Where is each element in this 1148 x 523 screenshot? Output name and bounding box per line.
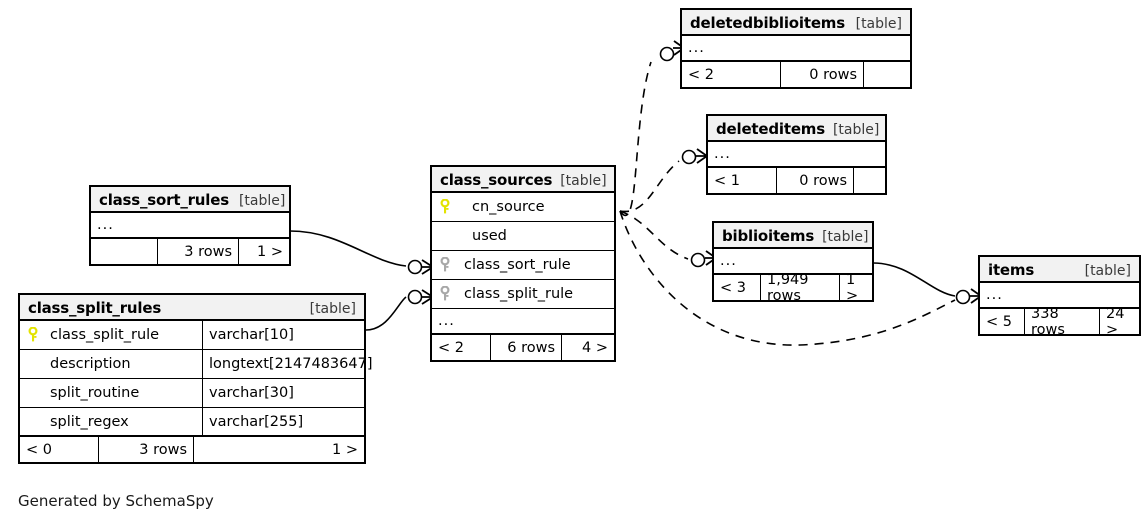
footer-children-count: 1 > [332,441,358,458]
footer-row-count: 3 rows [98,437,194,462]
table-footer: < 2 0 rows [682,62,910,87]
table-header: deleteditems [table] [708,116,885,142]
optional-marker [659,46,675,62]
columns-ellipsis: ... [432,309,614,335]
footer-parents-count: < 5 [986,313,1012,330]
table-header: class_sort_rules [table] [91,187,289,213]
column-type: varchar[10] [202,321,364,349]
footer-parents-count: < 3 [720,279,746,296]
table-header: biblioitems [table] [714,223,872,249]
table-node-class_sort_rules[interactable]: class_sort_rules [table] ... 3 rows 1 > [89,185,291,266]
optional-marker [955,289,971,305]
column-row[interactable]: cn_source [432,193,614,222]
footer-children-count: 4 > [582,339,608,356]
table-node-class_split_rules[interactable]: class_split_rules [table] class_split_ru… [18,293,372,464]
columns-ellipsis: ... [91,213,289,239]
table-footer: 3 rows 1 > [91,239,289,264]
column-type: longtext[2147483647] [202,350,372,378]
table-node-deleteditems[interactable]: deleteditems [table] ... < 1 0 rows [706,114,887,195]
table-footer: < 5 338 rows 24 > [980,309,1139,334]
column-name: cn_source [472,199,545,215]
table-footer: < 2 6 rows 4 > [432,335,614,360]
column-name: used [472,228,507,244]
column-row[interactable]: split_routine varchar[30] [20,379,364,408]
footer-row-count: 6 rows [490,335,562,360]
table-footer: < 3 1,949 rows 1 > [714,275,872,300]
table-header: class_sources [table] [432,167,614,193]
table-title: items [988,261,1035,279]
column-name: split_routine [50,385,140,401]
table-title: class_split_rules [28,299,162,317]
table-title: deleteditems [716,120,825,138]
table-node-class_sources[interactable]: class_sources [table] cn_source used [430,165,616,362]
optional-marker [407,259,423,275]
footer-parents-count [91,239,157,264]
table-type-label: [table] [238,193,286,209]
footer-children-count: 24 > [1106,309,1125,334]
edge-class_sources-biblioitems [619,210,689,260]
table-header: deletedbiblioitems [table] [682,10,910,36]
table-type-label: [table] [560,173,607,189]
foreign-key-icon [432,257,458,273]
table-title: biblioitems [722,227,815,245]
table-type-label: [table] [855,16,902,32]
edge-class_split_rules-class_sources [365,296,407,331]
edge-class_sort_rules-class_sources [289,230,407,267]
column-type: varchar[255] [202,408,364,435]
edge-class_sources-deleteditems [619,160,680,213]
table-footer: < 1 0 rows [708,168,885,193]
table-title: deletedbiblioitems [690,14,845,32]
table-node-deletedbiblioitems[interactable]: deletedbiblioitems [table] ... < 2 0 row… [680,8,912,89]
column-row[interactable]: description longtext[2147483647] [20,350,372,379]
primary-key-icon [432,199,458,215]
optional-marker [681,149,697,165]
footer-parents-count: < 0 [26,441,52,458]
footer-children-count [854,168,885,193]
table-title: class_sources [440,171,553,189]
column-row[interactable]: split_regex varchar[255] [20,408,364,437]
table-type-label: [table] [822,229,869,245]
primary-key-icon [20,327,46,343]
column-row[interactable]: class_split_rule [432,280,614,309]
column-type: varchar[30] [202,379,364,407]
table-header: class_split_rules [table] [20,295,364,321]
column-name: class_split_rule [50,327,160,343]
table-header: items [table] [980,257,1139,283]
footer-row-count: 0 rows [780,62,864,87]
column-row[interactable]: class_split_rule varchar[10] [20,321,364,350]
table-node-items[interactable]: items [table] ... < 5 338 rows 24 > [978,255,1141,336]
footer-parents-count: < 1 [714,172,740,189]
column-name: class_split_rule [464,286,574,302]
generated-by-caption: Generated by SchemaSpy [18,492,214,510]
footer-parents-count: < 2 [688,66,714,83]
edge-class_sources-deletedbiblioitems [619,61,652,216]
footer-children-count [864,62,910,87]
column-name: class_sort_rule [464,257,571,273]
column-row[interactable]: class_sort_rule [432,251,614,280]
footer-row-count: 0 rows [776,168,854,193]
footer-children-count: 1 > [257,243,283,260]
footer-row-count: 3 rows [157,239,239,264]
footer-children-count: 1 > [846,275,859,300]
column-name: split_regex [50,413,129,430]
optional-marker [407,289,423,305]
footer-row-count: 1,949 rows [760,275,840,300]
table-title: class_sort_rules [99,191,229,209]
edge-biblioitems-items [872,262,956,297]
column-row[interactable]: used [432,222,614,251]
columns-ellipsis: ... [980,283,1139,309]
table-type-label: [table] [832,122,880,138]
footer-row-count: 338 rows [1024,309,1100,334]
columns-ellipsis: ... [708,142,885,168]
columns-ellipsis: ... [714,249,872,275]
table-node-biblioitems[interactable]: biblioitems [table] ... < 3 1,949 rows 1… [712,221,874,302]
columns-ellipsis: ... [682,36,910,62]
foreign-key-icon [432,286,458,302]
table-footer: < 0 3 rows 1 > [20,437,364,462]
table-type-label: [table] [309,301,356,317]
column-name: description [50,356,131,372]
footer-parents-count: < 2 [438,339,464,356]
table-type-label: [table] [1084,263,1131,279]
optional-marker [690,252,706,268]
